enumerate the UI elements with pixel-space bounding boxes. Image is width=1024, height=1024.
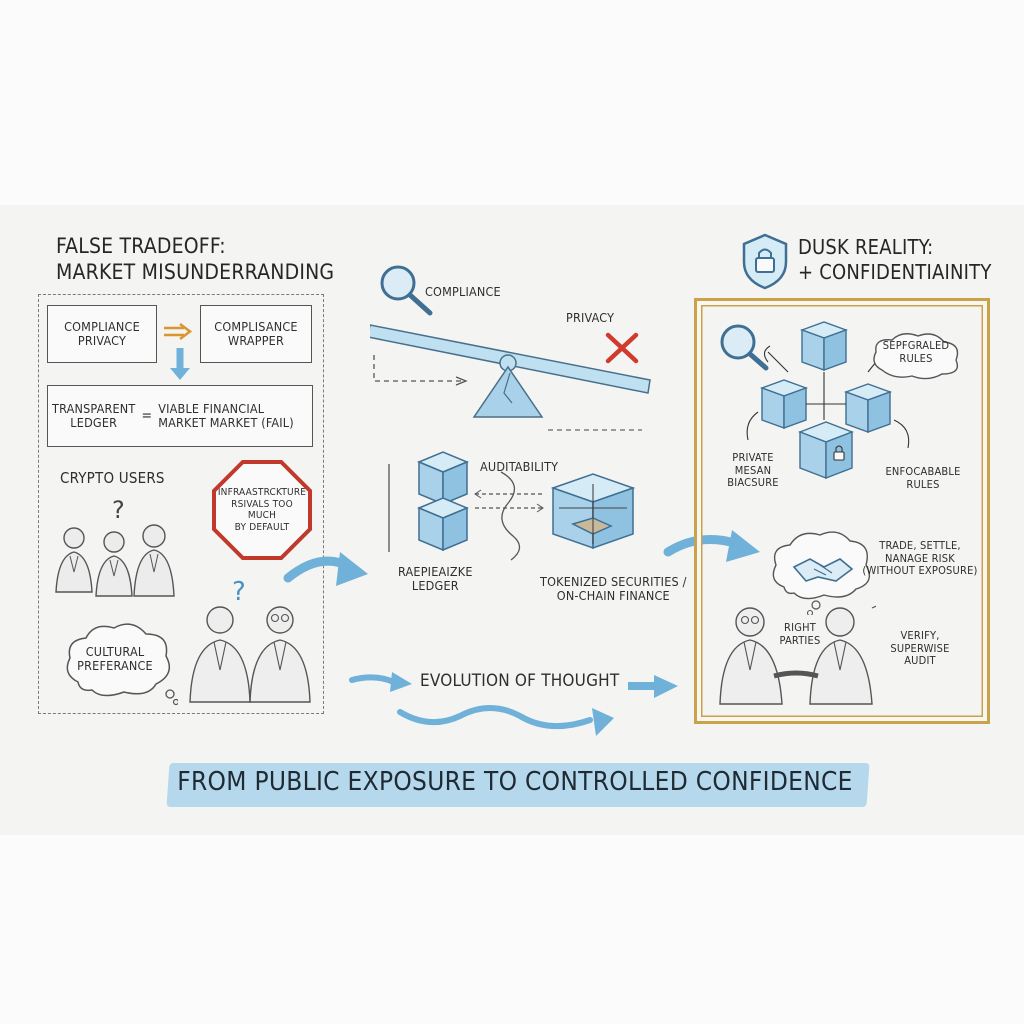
thought-cloud [66, 623, 178, 706]
business-people-illustration: ? [189, 577, 311, 703]
red-x-icon [605, 332, 639, 364]
dusk-reality-frame [694, 298, 990, 724]
trade-settle-label: TRADE, SETTLE,NANAGE RISK(WITHOUT EXPOSU… [862, 539, 978, 578]
seesaw-illustration [370, 265, 651, 431]
rules-cloud [873, 333, 959, 380]
ledger-cubes-illustration [388, 451, 636, 561]
orange-arrow-icon [164, 323, 193, 380]
compliance-label: COMPLIANCE [425, 284, 501, 299]
banner-title: FROM PUBLIC EXPOSURE TO CONTROLLED CONFI… [177, 767, 853, 797]
left-dashed-frame [38, 294, 324, 714]
crypto-users-label: CRYPTO USERS [60, 469, 165, 487]
evolution-label: EVOLUTION OF THOUGHT [420, 671, 620, 691]
handshake-people-illustration [719, 605, 876, 705]
shield-lock-icon [742, 233, 788, 290]
svg-text:?: ? [112, 496, 125, 524]
right-title: DUSK REALITY: + CONFIDENTIAINITY [798, 235, 992, 284]
crypto-users-illustration: ? [55, 496, 175, 597]
confidential-cubes-illustration [720, 321, 910, 480]
sheet-background [0, 205, 1024, 835]
magnifier-icon [380, 265, 433, 316]
svg-text:?: ? [232, 577, 246, 607]
handshake-cloud [772, 531, 870, 615]
left-title: FALSE TRADEOFF: MARKET MISUNDERRANDING [56, 234, 335, 285]
tokenized-securities-label: TOKENIZED SECURITIES /ON-CHAIN FINANCE [540, 574, 687, 604]
auditability-label: AUDITABILITY [480, 459, 559, 474]
privacy-label: PRIVACY [566, 310, 615, 325]
